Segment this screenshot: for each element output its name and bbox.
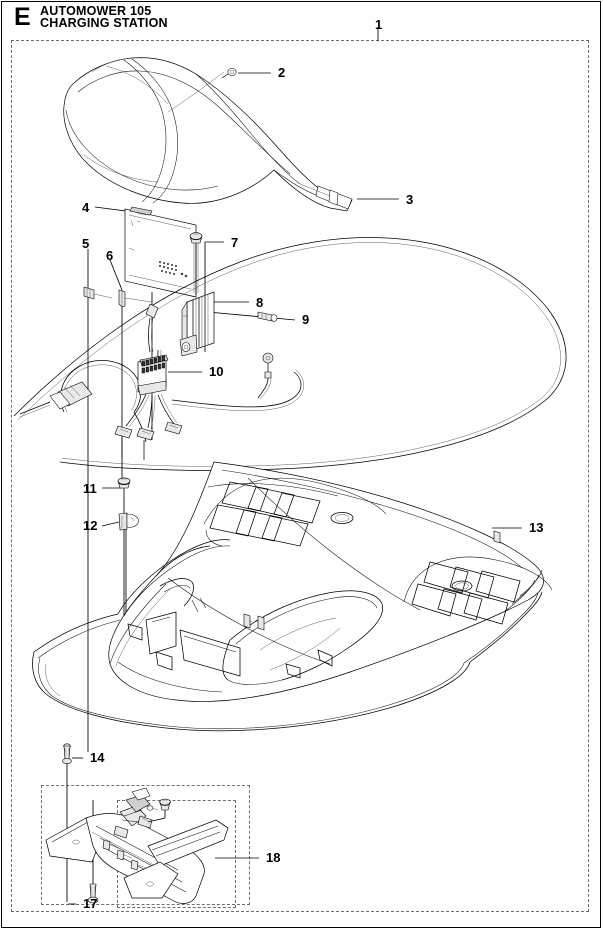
part-17-screw	[87, 883, 99, 904]
callout-label-14: 14	[90, 750, 105, 765]
charging-station-cover	[63, 57, 353, 212]
callout-label-9: 9	[302, 312, 310, 327]
section-letter: E	[14, 3, 31, 31]
cable-loom	[13, 237, 567, 471]
part-18-mounting-bracket	[45, 787, 229, 904]
part-2-eyelet-screw	[167, 68, 237, 113]
vent-grille-left	[203, 477, 387, 547]
callout-label-6: 6	[106, 248, 114, 263]
callout-label-8: 8	[256, 295, 264, 310]
part-6-pin	[118, 289, 153, 308]
vent-grille-right	[403, 556, 553, 625]
callout-label-5: 5	[82, 236, 90, 251]
callout-label-17: 17	[83, 896, 98, 911]
callout-label-3: 3	[406, 192, 414, 207]
bracket-hardware	[113, 787, 159, 839]
part-12-cable-clip	[118, 512, 139, 531]
ring-terminal	[257, 352, 274, 400]
callout-label-4: 4	[82, 200, 90, 215]
page-header: E AUTOMOWER 105 CHARGING STATION	[0, 0, 603, 34]
callout-label-18: 18	[266, 850, 281, 865]
part-4-circuit-board	[124, 206, 197, 298]
callout-label-10: 10	[209, 364, 224, 379]
part-11-screw	[117, 477, 131, 489]
part-13-base-plate	[32, 461, 553, 732]
page-title-line2: CHARGING STATION	[40, 16, 168, 30]
callout-label-2: 2	[278, 65, 286, 80]
part-5-bushing	[83, 286, 113, 300]
part-10-connector-block	[114, 354, 183, 460]
callout-label-12: 12	[83, 518, 98, 533]
part-14-screw-long	[62, 743, 72, 764]
page-title-line1: AUTOMOWER 105	[40, 4, 152, 18]
part-9-bolt	[257, 311, 278, 322]
callout-label-7: 7	[231, 235, 239, 250]
contact-area	[127, 578, 333, 679]
bracket-boundary-box	[41, 785, 250, 905]
callout-label-1: 1	[375, 17, 383, 32]
part-8-heat-sink	[179, 291, 215, 357]
bracket-screw	[147, 798, 171, 823]
part-7-screw	[189, 232, 203, 295]
callout-label-13: 13	[529, 520, 544, 535]
assembly-boundary-box	[11, 40, 589, 912]
callout-label-11: 11	[83, 481, 97, 496]
